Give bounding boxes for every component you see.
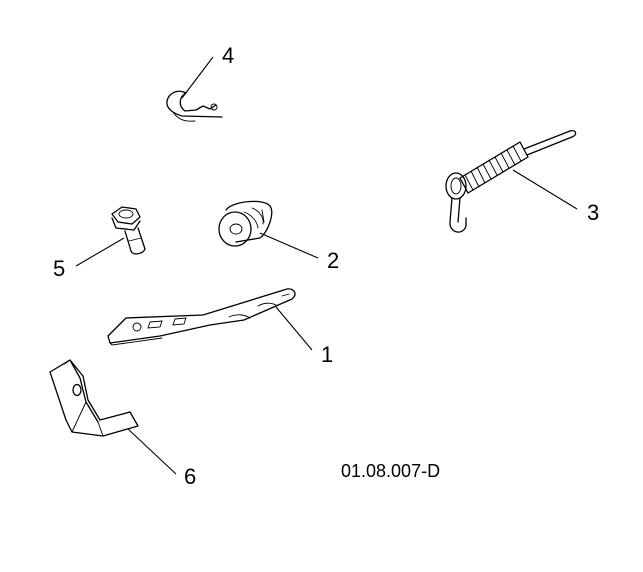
leader-6: [127, 428, 177, 475]
callout-5: 5: [53, 256, 65, 281]
part-6-angle-bracket: [49, 359, 139, 437]
drawing-code: 01.08.007-D: [341, 461, 440, 481]
part-3-extension-spring: [445, 129, 577, 233]
leader-5: [75, 237, 125, 267]
callout-2: 2: [327, 248, 339, 273]
leader-4: [181, 56, 214, 99]
leader-2: [259, 232, 319, 259]
part-1-lever-plate: [107, 288, 296, 346]
callout-6: 6: [184, 464, 196, 489]
part-2-roller-bushing: [218, 200, 273, 247]
callout-4: 4: [222, 43, 234, 68]
leader-3: [512, 169, 578, 210]
part-4-hairpin-clip: [166, 90, 223, 122]
part-5-bolt: [111, 206, 146, 255]
leader-1: [275, 306, 313, 351]
callout-1: 1: [321, 342, 333, 367]
callout-3: 3: [587, 200, 599, 225]
